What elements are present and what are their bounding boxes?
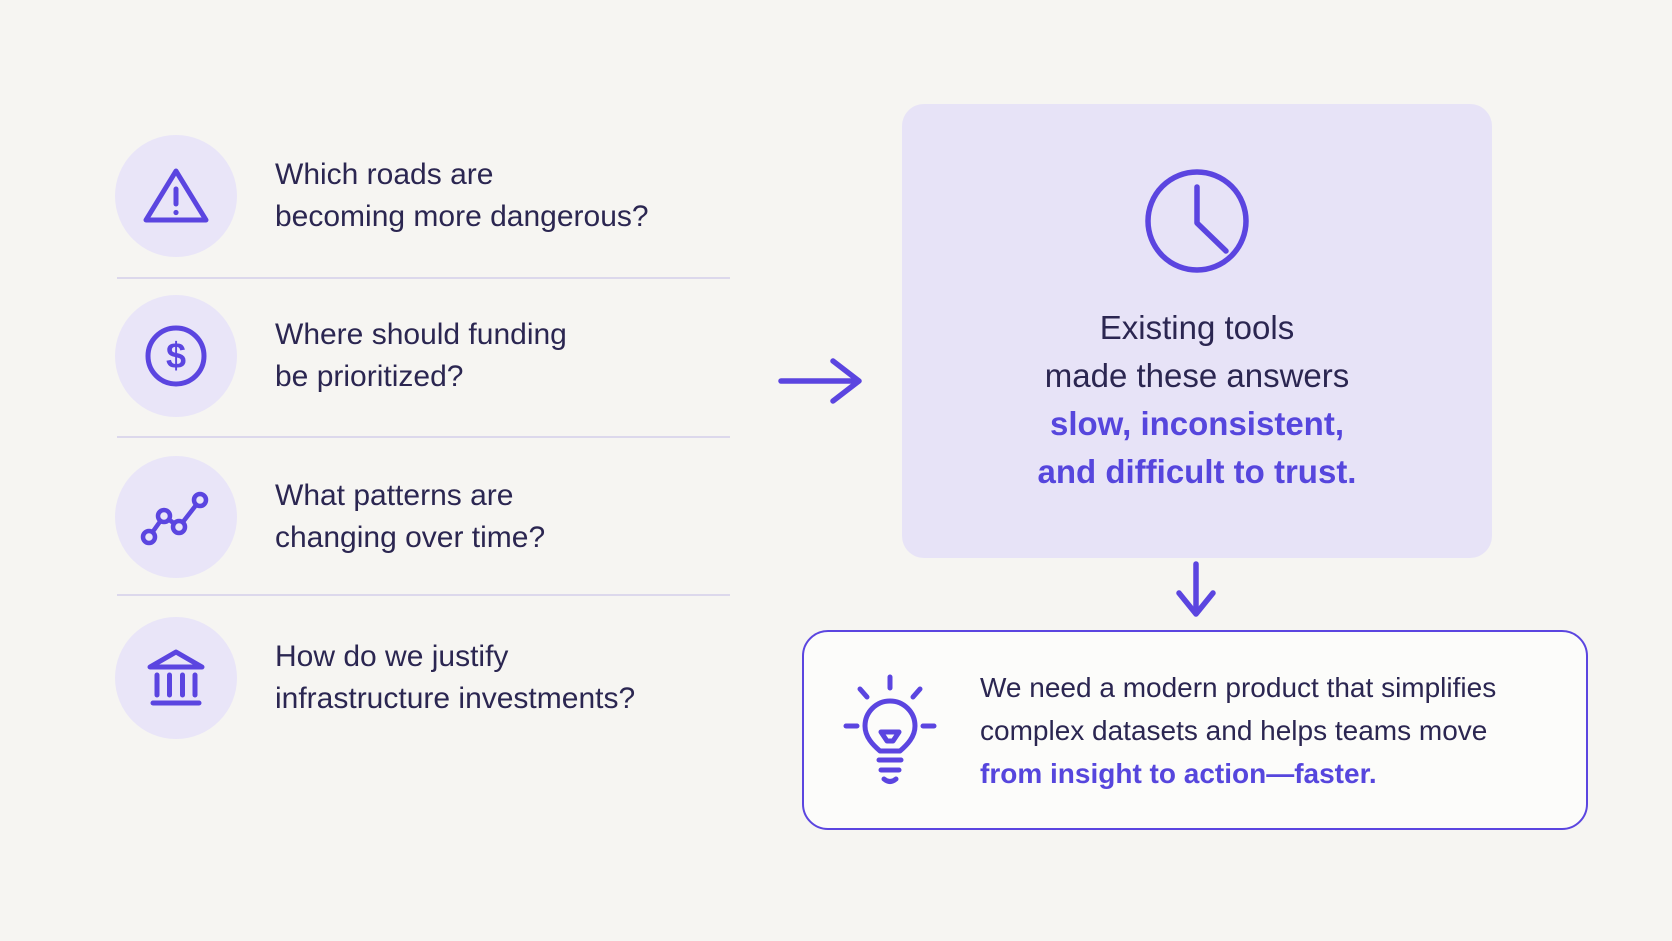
problem-card: Existing tools made these answers slow, … [902,104,1492,558]
solution-card: We need a modern product that simplifies… [802,630,1588,830]
svg-text:$: $ [166,335,186,376]
solution-line: We need a modern product that simplifies [980,671,1497,703]
arrow-right-icon [778,358,862,404]
question-row-roads: Which roads are becoming more dangerous? [115,135,755,257]
problem-line: Existing tools [1099,309,1295,346]
question-line: infrastructure investments? [275,682,636,715]
dollar-circle-icon: $ [115,295,237,417]
question-line: What patterns are [275,479,514,512]
trend-line-icon [115,456,237,578]
lightbulb-icon [843,674,937,784]
question-line: becoming more dangerous? [275,200,649,233]
question-row-investments: How do we justify infrastructure investm… [115,617,755,739]
solution-line-emphasis: from insight to action—faster. [980,757,1377,789]
question-line: Where should funding [275,318,567,351]
question-line: changing over time? [275,521,546,554]
question-line: be prioritized? [275,360,464,393]
problem-line-emphasis: slow, inconsistent, [1050,405,1344,442]
divider [117,594,730,596]
question-line: How do we justify [275,640,509,673]
warning-triangle-icon [115,135,237,257]
solution-text: We need a modern product that simplifies… [980,666,1496,795]
divider [117,277,730,279]
question-row-patterns: What patterns are changing over time? [115,456,755,578]
question-text: How do we justify infrastructure investm… [275,636,635,720]
divider [117,436,730,438]
bank-icon [115,617,237,739]
problem-line-emphasis: and difficult to trust. [1037,453,1357,490]
arrow-down-icon [1176,561,1216,617]
problem-line: made these answers [1044,357,1350,394]
question-row-funding: $ Where should funding be prioritized? [115,295,755,417]
question-text: Which roads are becoming more dangerous? [275,154,649,238]
question-line: Which roads are [275,158,494,191]
question-text: Where should funding be prioritized? [275,314,567,398]
solution-line: complex datasets and helps teams move [980,714,1488,746]
clock-icon [1145,169,1249,273]
question-text: What patterns are changing over time? [275,475,545,559]
problem-text: Existing tools made these answers slow, … [902,304,1492,496]
